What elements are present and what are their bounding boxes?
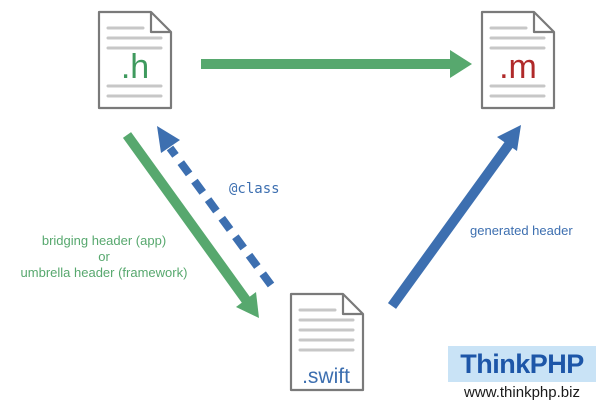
class-label: @class [229, 181, 280, 197]
bridging-label-line-2: or [98, 249, 110, 264]
swift-file-label: .swift [302, 365, 350, 388]
h-file-label: .h [121, 48, 149, 86]
h-to-swift-arrow [122, 132, 259, 318]
swift-file-icon: .swift [289, 292, 365, 392]
h-file-icon: .h [97, 10, 173, 110]
generated-header-label: generated header [470, 223, 573, 238]
thinkphp-logo: ThinkPHP [448, 346, 596, 382]
swift-to-h-dashed-arrow [157, 126, 275, 288]
m-file-label: .m [499, 48, 537, 86]
bridging-label-line-1: bridging header (app) [41, 233, 167, 248]
bridging-label-line-3: umbrella header (framework) [20, 265, 188, 280]
h-to-m-arrow [201, 50, 472, 78]
m-file-icon: .m [480, 10, 556, 110]
swift-to-m-arrow [387, 125, 521, 309]
thinkphp-watermark: ThinkPHP www.thinkphp.biz [448, 346, 596, 404]
bridging-header-label: bridging header (app) or umbrella header… [0, 233, 208, 281]
thinkphp-url: www.thinkphp.biz [464, 384, 580, 401]
